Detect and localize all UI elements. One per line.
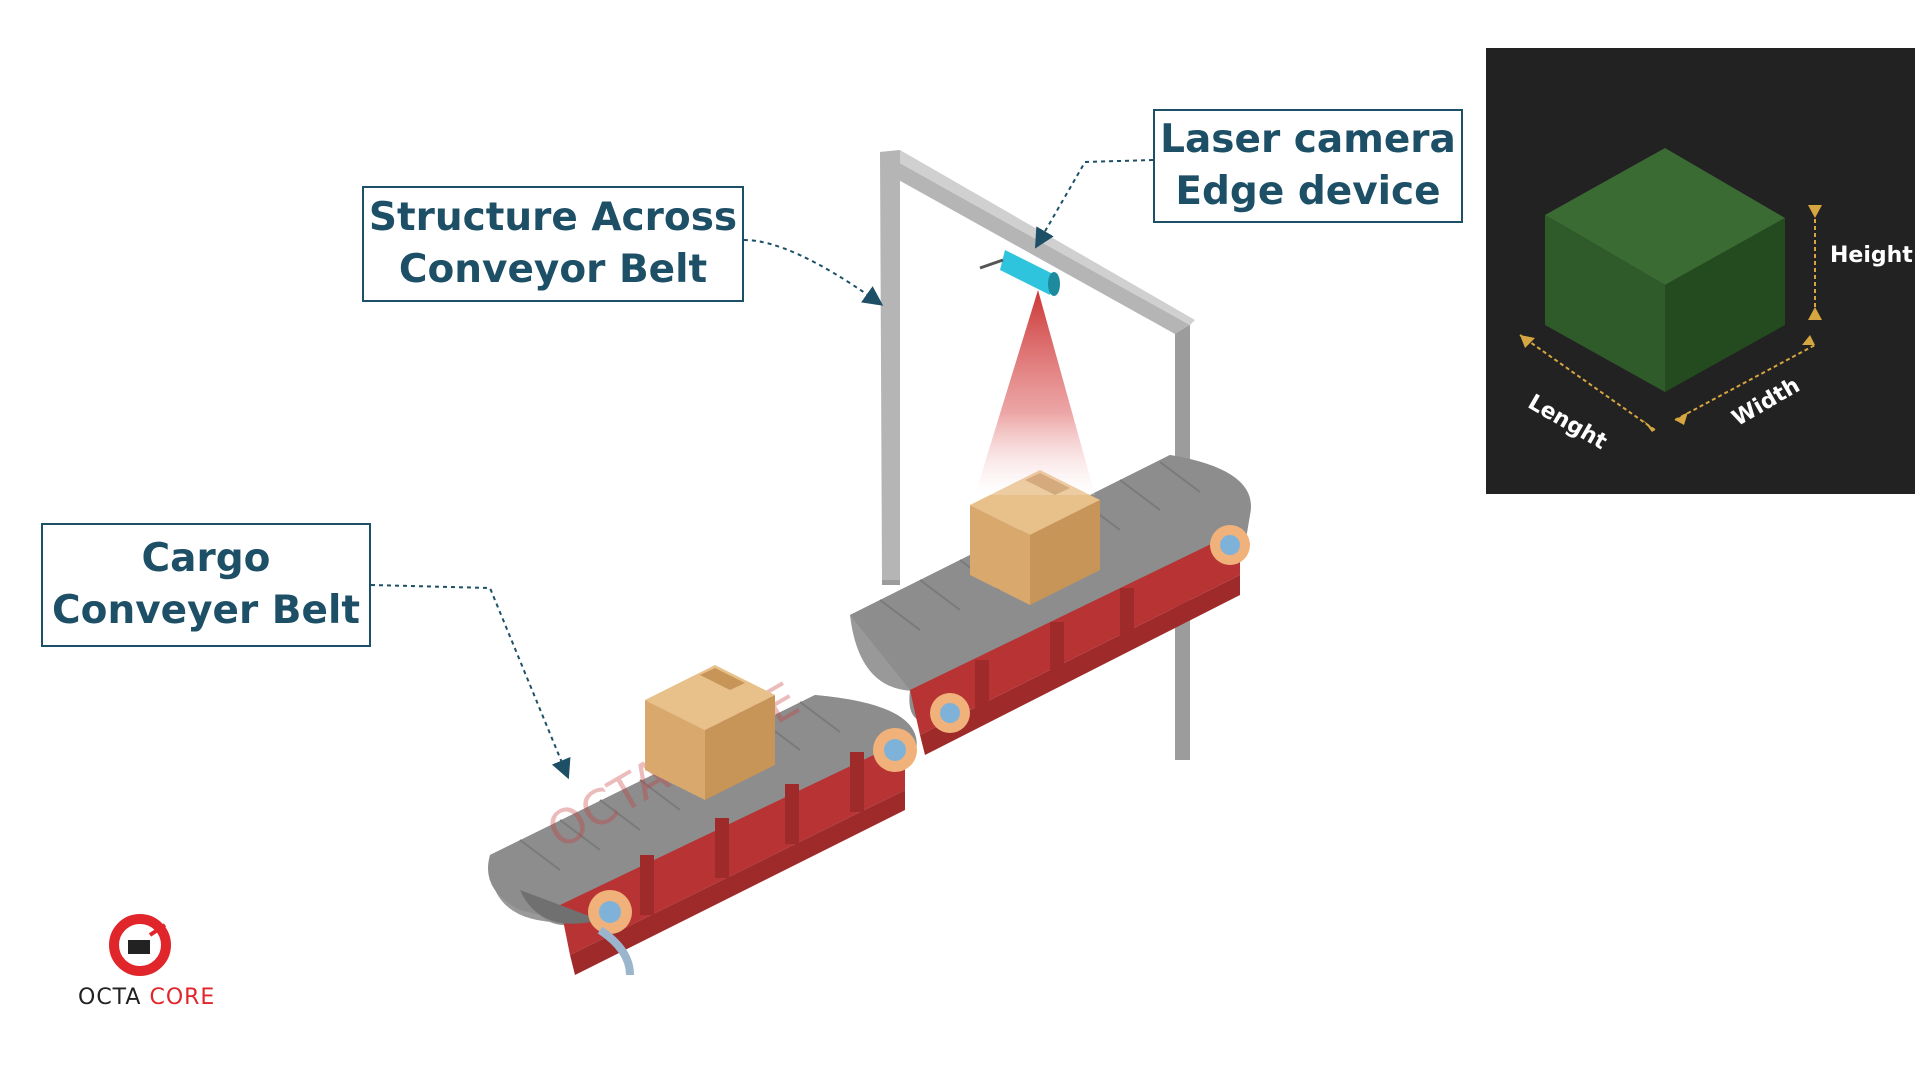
callout-structure-line1: Structure Across (368, 195, 738, 240)
callout-structure-line2: Conveyor Belt (398, 247, 708, 292)
callout-laser-line2: Edge device (1175, 169, 1441, 214)
laser-beam (975, 290, 1095, 495)
callout-laser-line1: Laser camera (1160, 117, 1456, 162)
frame-structure-front (880, 150, 900, 585)
callout-cargo: Cargo Conveyer Belt (41, 523, 371, 647)
callout-cargo-line2: Conveyer Belt (52, 588, 360, 633)
cargo-box-front (645, 665, 775, 800)
logo-word-octa: OCTA (78, 985, 142, 1010)
octacore-logo-icon (109, 914, 171, 976)
connector-structure (743, 239, 884, 306)
dimension-arrow-lines (1519, 205, 1816, 431)
connector-laser (1035, 159, 1154, 249)
callout-laser: Laser camera Edge device (1153, 109, 1463, 223)
logo-text: OCTA CORE (78, 985, 215, 1010)
logo-word-core: CORE (149, 985, 216, 1010)
callout-structure: Structure Across Conveyor Belt (362, 186, 744, 302)
callout-cargo-line1: Cargo (141, 536, 271, 581)
dimension-cube-overlay (1545, 148, 1785, 392)
dimension-height-label: Height (1830, 243, 1913, 268)
conveyor-belt-front (488, 695, 917, 976)
connector-cargo (370, 584, 571, 780)
cargo-box-scanned (970, 470, 1100, 605)
dimension-arrow-heads (1520, 205, 1822, 432)
laser-camera-device (979, 250, 1060, 296)
